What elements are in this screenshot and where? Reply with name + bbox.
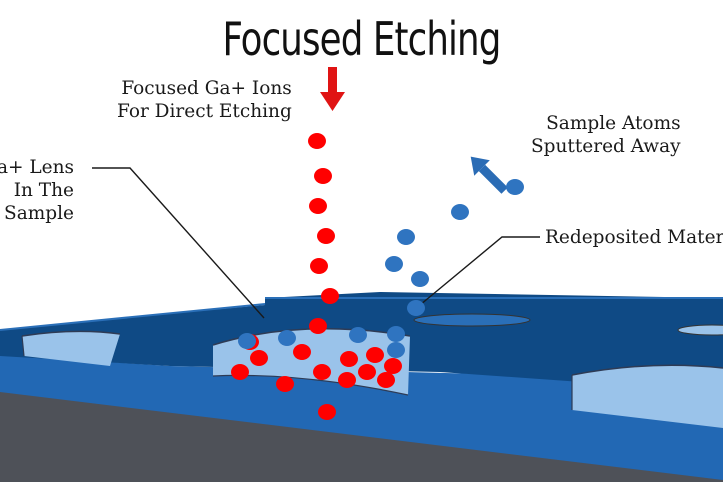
hole-left [21,330,121,366]
ga-ion [377,372,395,388]
ga-ion [317,228,335,244]
sample-atom [238,333,256,349]
sample-atom [385,256,403,272]
ga-ion [308,133,326,149]
sample-front-face [0,355,723,480]
arrow-down-icon [320,67,345,111]
arrow-up-right-icon [470,156,508,194]
sample-atom [387,342,405,358]
sample-atom [407,300,425,316]
label-ions: Focused Ga+ Ions For Direct Etching [117,77,292,123]
sample-atom [451,204,469,220]
sample-atom [349,327,367,343]
label-redeposited: Redeposited Mater [545,227,723,248]
ga-ion [340,351,358,367]
hole-right [571,364,723,428]
sample-atom [278,330,296,346]
ga-ion [313,364,331,380]
ga-ion [314,168,332,184]
ga-ion [293,344,311,360]
label-lens: a+ Lens In The Sample [0,156,74,225]
sample-atom [387,326,405,342]
sample-atom [411,271,429,287]
atom-particles [238,179,524,358]
ga-ion [276,376,294,392]
label-lens-line-3: Sample [4,203,74,224]
label-ions-line-2: For Direct Etching [117,101,292,122]
ga-ion [310,258,328,274]
label-sputtered-line-1: Sample Atoms [546,113,681,134]
ga-ion [338,372,356,388]
sample-top-edge [0,303,266,331]
label-lens-line-1: a+ Lens [0,157,74,178]
page-title: Focused Etching [222,12,501,66]
ga-ion [231,364,249,380]
sample-atom [397,229,415,245]
label-ions-line-1: Focused Ga+ Ions [121,78,292,99]
ga-ion [358,364,376,380]
callout-line-lens [92,167,265,319]
label-sputtered-line-2: Sputtered Away [531,136,681,157]
ga-ion [309,318,327,334]
ga-ion [384,358,402,374]
ga-ion [309,198,327,214]
ga-ion [318,404,336,420]
ga-ion [321,288,339,304]
hole-ellipse-2 [677,324,723,336]
ga-ion [250,350,268,366]
hole-ellipse-1 [413,313,531,327]
callout-line-redeposited [419,236,540,306]
ga-ion [366,347,384,363]
sample-atom [506,179,524,195]
label-lens-line-2: In The [13,180,74,201]
label-sputtered: Sample Atoms Sputtered Away [531,112,681,158]
